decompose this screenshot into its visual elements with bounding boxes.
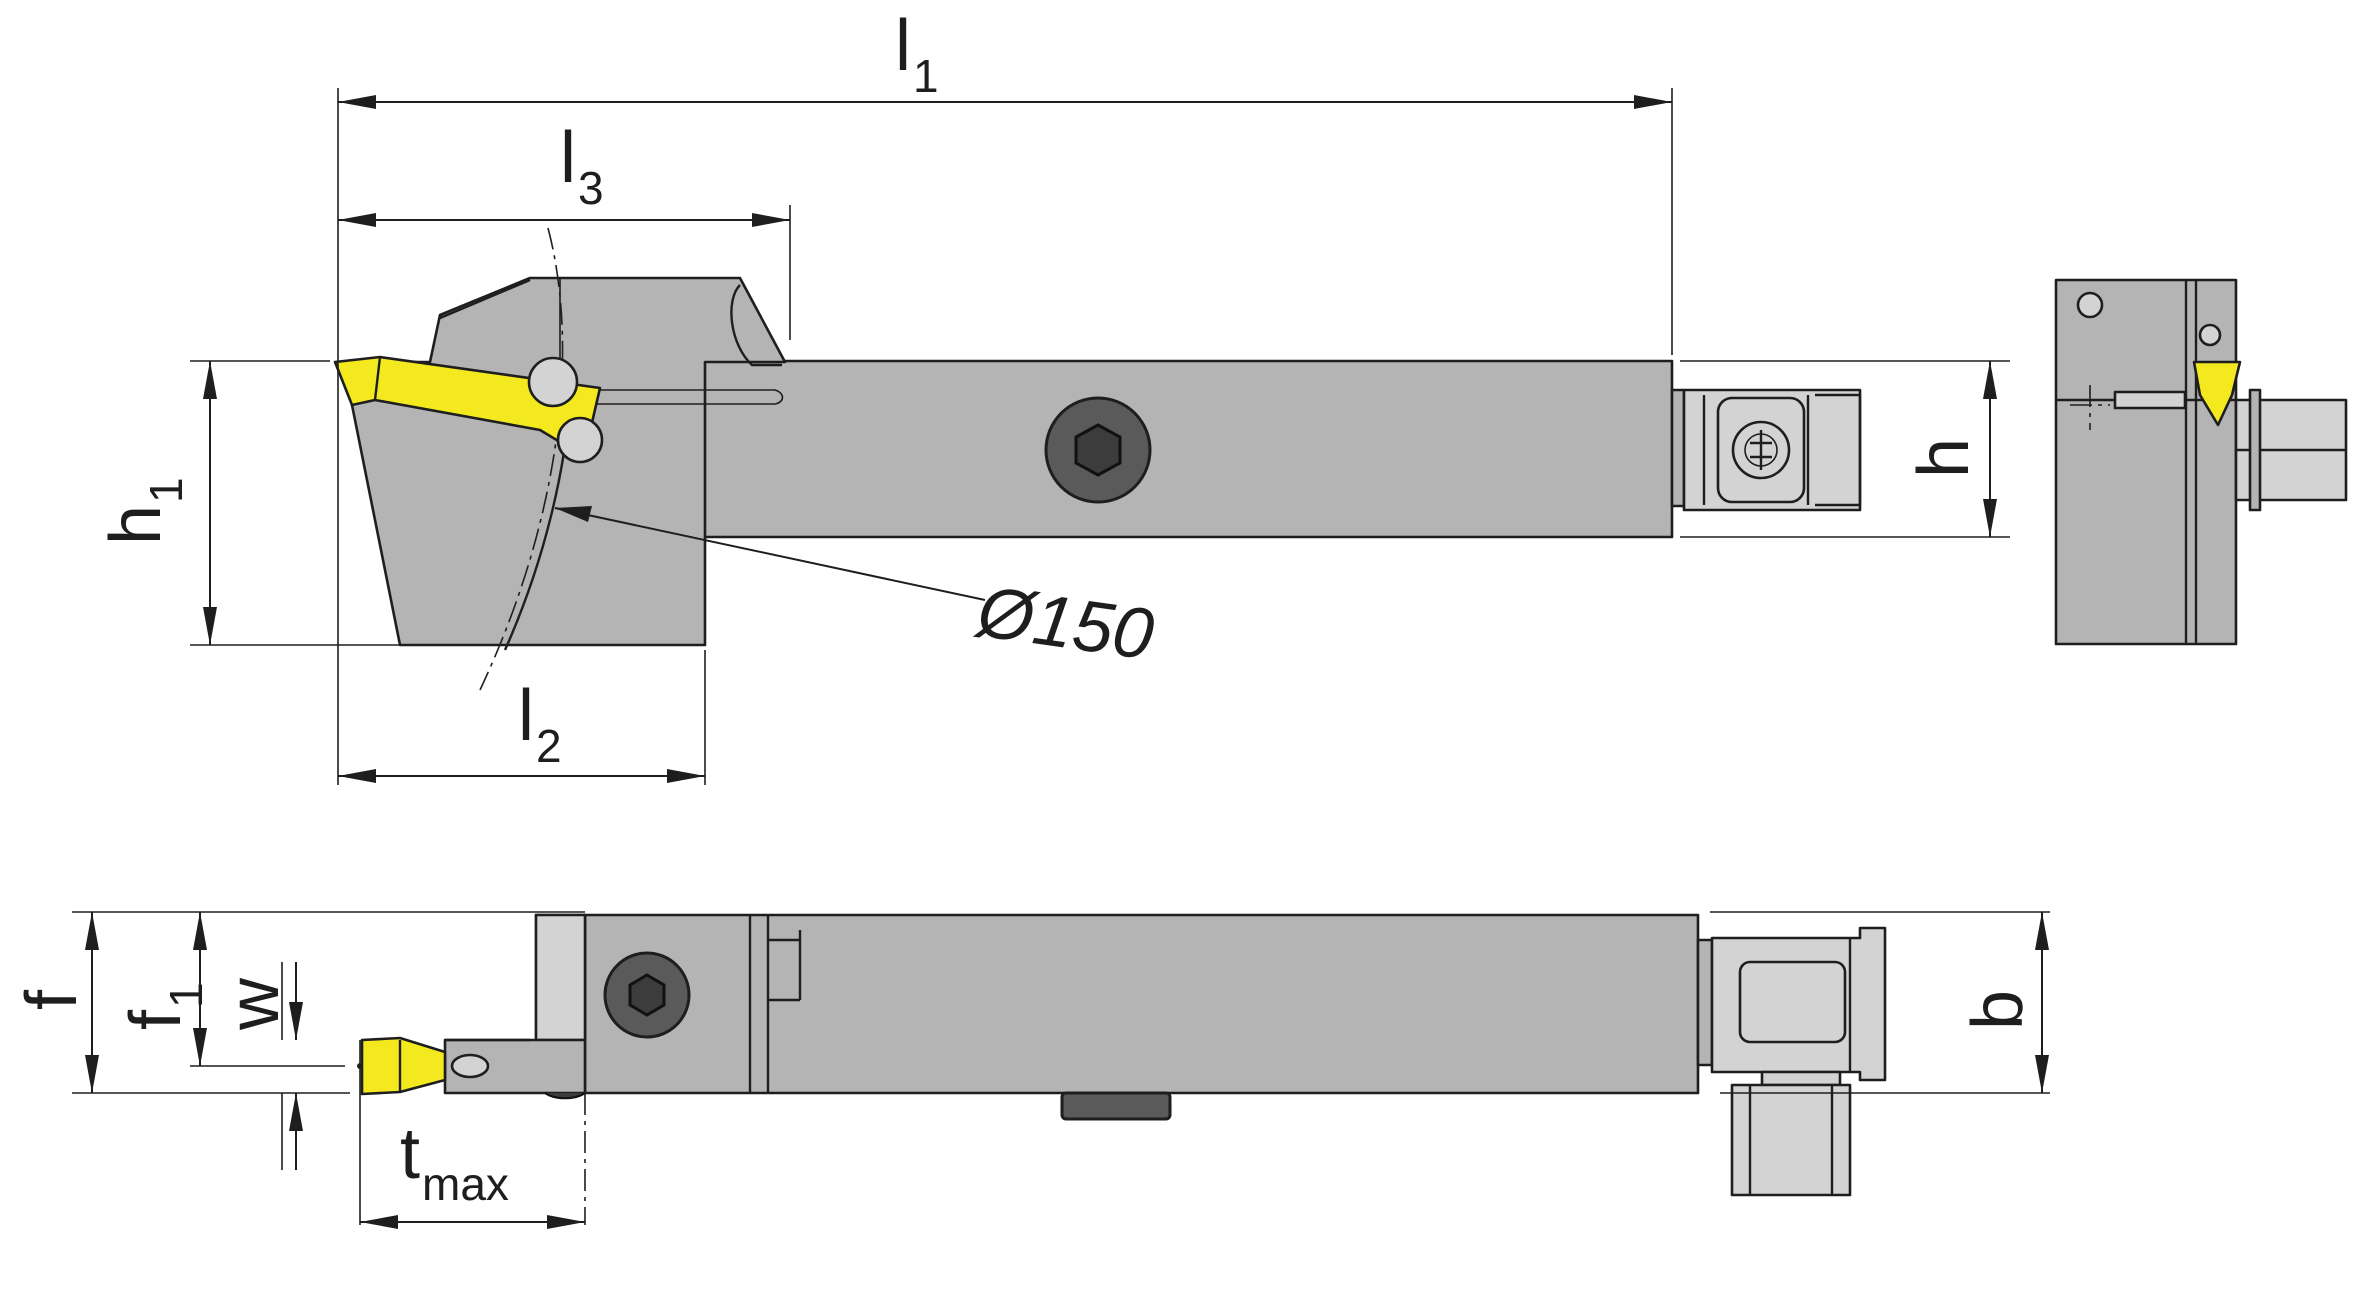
dimension-lines (72, 88, 2050, 1229)
label-tmax: tmax (400, 1114, 509, 1210)
label-b: b (1958, 990, 2038, 1030)
label-diameter: Ø150 (971, 571, 1159, 675)
label-w: w (214, 977, 294, 1031)
label-h: h (1904, 438, 1984, 478)
label-h1: h1 (96, 477, 192, 545)
top-view-shank (583, 913, 1700, 1095)
label-l3: l3 (560, 118, 604, 214)
top-view (357, 913, 1887, 1197)
side-view (333, 227, 1862, 691)
side-view-coolant-connector (1670, 388, 1862, 512)
label-l2: l2 (518, 676, 562, 772)
hex-socket-icon (1074, 423, 1122, 477)
dimension-labels: l1 l3 l2 h1 h Ø150 f f1 w b tmax (12, 6, 2038, 1210)
insert-pin (556, 416, 604, 464)
diameter-arc (479, 227, 564, 691)
end-view (2054, 278, 2348, 646)
end-view-insert (2192, 360, 2242, 427)
top-view-coolant-connector (1696, 926, 1887, 1197)
end-view-hole-icon (2076, 291, 2104, 319)
top-view-insert (360, 1036, 447, 1096)
top-view-clamp-tab (1060, 1091, 1172, 1121)
label-l1: l1 (895, 6, 939, 102)
label-f: f (12, 989, 92, 1010)
label-f1: f1 (116, 982, 212, 1030)
